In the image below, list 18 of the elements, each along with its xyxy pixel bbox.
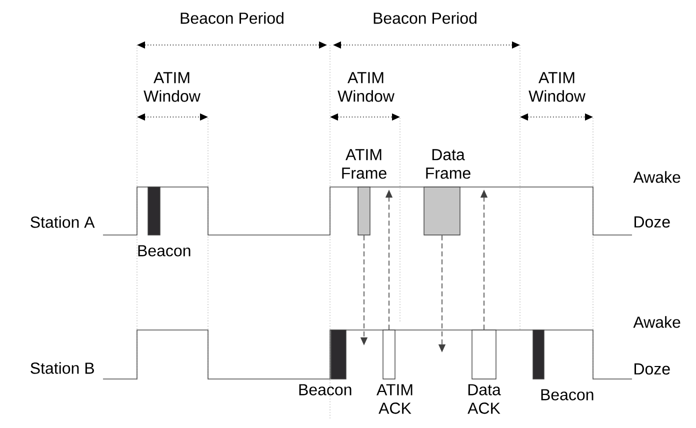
window-label: ATIM Window xyxy=(338,72,394,102)
frame-label: Beacon xyxy=(541,389,594,400)
frame-label: Data ACK xyxy=(468,384,501,414)
frame-label: ATIM Frame xyxy=(342,149,386,179)
window-label: ATIM Window xyxy=(144,72,200,102)
state-label: Doze xyxy=(634,216,670,228)
state-label: Awake xyxy=(633,316,680,328)
frame-label: Beacon xyxy=(138,245,190,256)
frame-label: Beacon xyxy=(299,384,352,396)
period-label: Beacon Period xyxy=(180,12,284,24)
state-label: Doze xyxy=(634,363,670,375)
station-label: Station A xyxy=(30,216,95,228)
station-label: Station B xyxy=(30,362,94,374)
period-label: Beacon Period xyxy=(374,12,476,24)
frame-label: ATIM ACK xyxy=(376,384,412,414)
state-label: Awake xyxy=(633,171,680,183)
frame-label: Data Frame xyxy=(426,149,470,179)
window-label: ATIM Window xyxy=(528,72,586,102)
